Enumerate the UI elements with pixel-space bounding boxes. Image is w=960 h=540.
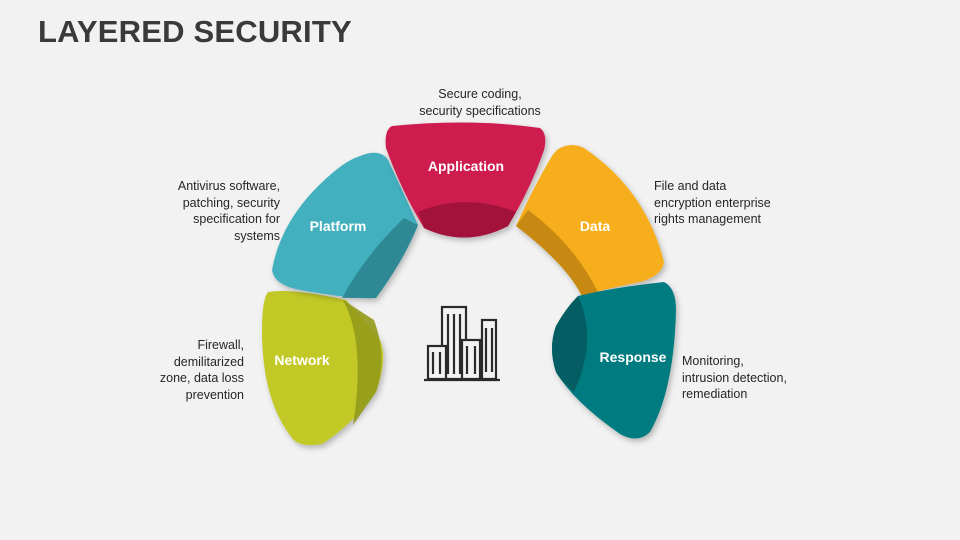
response-inner-band [552, 296, 588, 392]
response-description: Monitoring, intrusion detection, remedia… [682, 354, 787, 401]
application-segment: Application [385, 122, 546, 238]
data-segment: Data [516, 145, 664, 296]
network-shape [262, 291, 384, 446]
city-buildings-icon [424, 305, 500, 382]
page-title: LAYERED SECURITY [38, 14, 352, 49]
application-inner-band [418, 202, 516, 238]
platform-label: Platform [310, 218, 367, 234]
data-label: Data [580, 218, 611, 234]
data-inner-band [516, 210, 598, 296]
response-label: Response [600, 349, 667, 365]
platform-segment: Platform [272, 152, 418, 299]
network-segment: Network [262, 291, 384, 446]
response-segment: Response [552, 282, 676, 439]
platform-inner-band [342, 218, 418, 298]
network-label: Network [274, 352, 329, 368]
data-description: File and data encryption enterprise righ… [654, 179, 771, 226]
application-description: Secure coding, security specifications [419, 87, 541, 118]
application-label: Application [428, 158, 504, 174]
platform-description: Antivirus software, patching, security s… [177, 179, 280, 243]
network-description: Firewall, demilitarized zone, data loss … [159, 338, 244, 402]
data-shape [516, 145, 664, 296]
network-inner-band [343, 300, 382, 425]
